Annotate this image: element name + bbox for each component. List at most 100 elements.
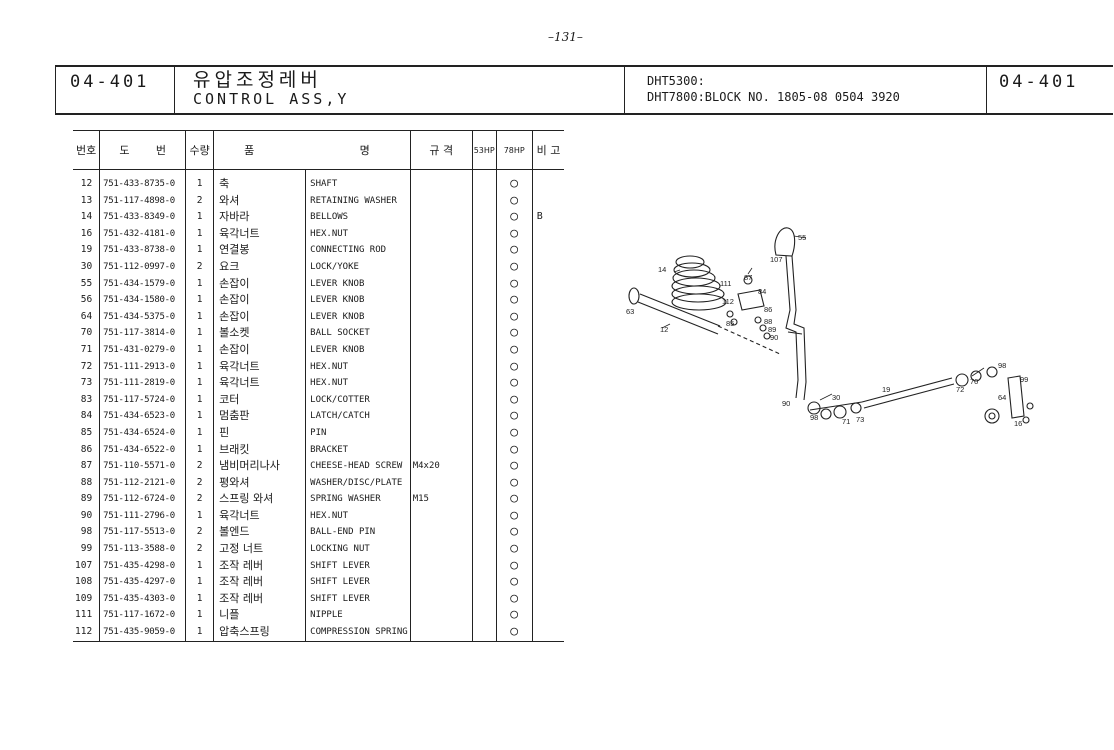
part-number-cell: 109 (73, 590, 101, 608)
part-name-korean-cell: 와셔 (213, 192, 307, 210)
hp53-mark-cell (472, 391, 497, 409)
table-header-row: 번호 도 번 수량 품 명 규 격 53HP 78HP 비 고 (73, 130, 565, 170)
quantity-cell: 2 (185, 192, 215, 210)
part-name-korean-cell: 볼소켓 (213, 325, 307, 342)
part-number-cell: 84 (73, 408, 101, 425)
hp53-mark-cell (472, 607, 497, 625)
spec-cell (410, 590, 473, 608)
hp78-mark-cell: ○ (496, 507, 533, 525)
spec-cell (410, 408, 473, 425)
col-header-name-a: 품 (244, 144, 255, 157)
hp53-mark-cell (472, 275, 497, 293)
col-header-drawing-a: 도 (119, 144, 130, 157)
part-name-english-cell: LATCH/CATCH (305, 408, 411, 425)
part-name-korean-cell: 육각너트 (213, 358, 307, 376)
model-block: DHT5300: DHT7800:BLOCK NO. 1805-08 0504 … (625, 67, 987, 113)
note-cell (532, 591, 564, 608)
lever-shaft-shape (785, 255, 799, 399)
hp78-mark-cell: ○ (496, 358, 533, 376)
hp53-mark-cell (472, 441, 497, 459)
part-name-korean-cell: 니플 (213, 607, 307, 625)
part-name-english-cell: LOCK/COTTER (305, 391, 411, 409)
quantity-cell: 1 (185, 225, 215, 243)
note-cell (532, 624, 564, 641)
part-name-korean-cell: 스프링 와셔 (213, 491, 307, 508)
connecting-rod-shape (861, 377, 955, 409)
part-number-cell: 12 (73, 176, 101, 193)
quantity-cell: 1 (185, 358, 215, 376)
part-number-cell: 111 (73, 607, 101, 625)
drawing-number-cell: 751-434-1579-0 (99, 275, 187, 293)
callout-73: 73 (856, 415, 864, 424)
drawing-number-cell: 751-435-4303-0 (99, 590, 187, 608)
quantity-cell: 1 (185, 574, 215, 591)
part-name-english-cell: CONNECTING ROD (305, 242, 411, 259)
col-header-name: 품 명 (213, 130, 411, 170)
note-cell (532, 309, 564, 326)
part-name-english-cell: BALL-END PIN (305, 524, 411, 542)
part-name-english-cell: LEVER KNOB (305, 308, 411, 326)
lever-knob-shape (774, 227, 796, 257)
part-number-cell: 112 (73, 624, 101, 642)
hp78-mark-cell: ○ (496, 225, 533, 243)
part-name-english-cell: SHIFT LEVER (305, 574, 411, 591)
part-name-korean-cell: 고정 너트 (213, 541, 307, 558)
col-header-53hp: 53HP (472, 130, 497, 170)
part-name-korean-cell: 요크 (213, 258, 307, 276)
hp78-mark-cell: ○ (496, 441, 533, 459)
part-name-korean-cell: 축 (213, 176, 307, 193)
hp53-mark-cell (472, 491, 497, 508)
hp78-mark-cell: ○ (496, 408, 533, 425)
table-spacer-row (73, 169, 564, 176)
quantity-cell: 1 (185, 590, 215, 608)
note-cell (532, 607, 564, 624)
hp53-mark-cell (472, 308, 497, 326)
drawing-number-cell: 751-435-4298-0 (99, 557, 187, 575)
spec-cell (410, 607, 473, 625)
part-name-korean-cell: 육각너트 (213, 375, 307, 392)
drawing-number-cell: 751-112-6724-0 (99, 491, 187, 508)
part-name-english-cell: HEX.NUT (305, 225, 411, 243)
callout-71: 71 (842, 417, 850, 426)
spec-cell (410, 524, 473, 542)
hp53-mark-cell (472, 590, 497, 608)
hp53-mark-cell (472, 242, 497, 259)
col-header-note: 비 고 (532, 130, 565, 170)
callout-72: 72 (956, 385, 964, 394)
spec-cell (410, 375, 473, 392)
spec-cell (410, 341, 473, 359)
spec-cell (410, 275, 473, 293)
hp53-mark-cell (472, 458, 497, 475)
callout-90-upper: 90 (770, 333, 778, 342)
drawing-number-cell: 751-113-3588-0 (99, 541, 187, 558)
quantity-cell: 1 (185, 325, 215, 342)
spec-cell (410, 176, 473, 193)
part-name-english-cell: SHIFT LEVER (305, 557, 411, 575)
callout-98-right: 98 (998, 361, 1006, 370)
callout-107: 107 (770, 255, 783, 264)
drawing-number-cell: 751-117-5513-0 (99, 524, 187, 542)
spec-cell (410, 474, 473, 492)
quantity-cell: 2 (185, 258, 215, 276)
spec-cell (410, 325, 473, 342)
quantity-cell: 1 (185, 557, 215, 575)
part-name-english-cell: LEVER KNOB (305, 275, 411, 293)
hp78-mark-cell: ○ (496, 242, 533, 259)
title-korean: 유압조정레버 (193, 69, 322, 91)
drawing-number-cell: 751-112-0997-0 (99, 258, 187, 276)
hp53-mark-cell (472, 341, 497, 359)
hp53-mark-cell (472, 524, 497, 542)
part-number-cell: 73 (73, 375, 101, 392)
col-header-drawing: 도 번 (99, 130, 187, 170)
